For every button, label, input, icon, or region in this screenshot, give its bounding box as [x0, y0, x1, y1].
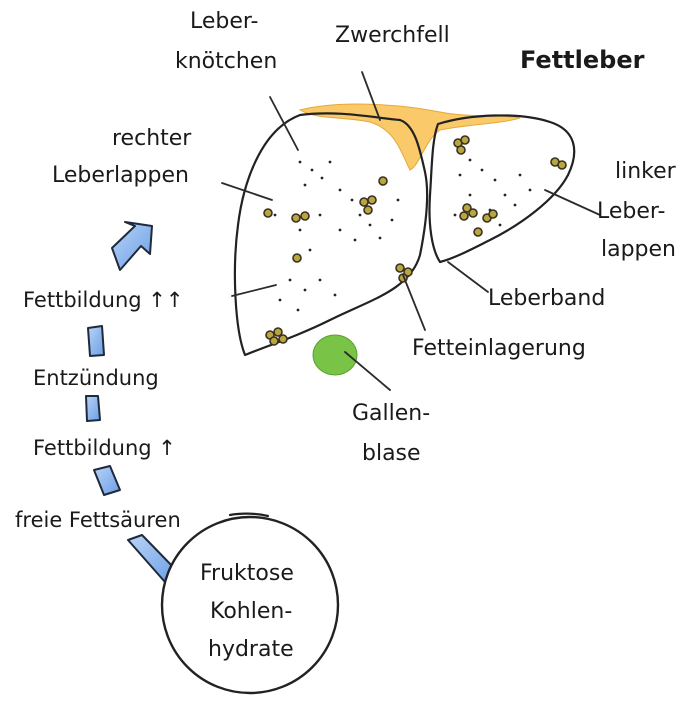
label-linker-1: linker [615, 159, 677, 184]
label-leberband: Leberband [488, 286, 605, 311]
arrow-segment-1 [88, 326, 104, 356]
label-gallen-1: Gallen- [352, 401, 430, 426]
label-rechter-1: rechter [112, 126, 192, 151]
arrow-segment-3 [94, 466, 120, 495]
label-fetteinlagerung: Fetteinlagerung [412, 336, 586, 361]
cycle-step-fettbildung-1: Fettbildung ↑ [33, 436, 176, 460]
circle-text-kohlen: Kohlen- [210, 599, 292, 624]
label-zwerchfell: Zwerchfell [335, 23, 450, 48]
label-gallen-2: blase [362, 441, 421, 466]
cycle-step-freie-fettsaeuren: freie Fettsäuren [15, 508, 181, 532]
title: Fettleber [520, 46, 645, 74]
fruktose-circle-tail [230, 514, 268, 516]
label-leberknoetchen-2: knötchen [175, 49, 277, 74]
fat-deposits [264, 136, 566, 345]
label-rechter-2: Leberlappen [52, 163, 189, 188]
left-liver-lobe [429, 115, 574, 262]
cycle-step-entzuendung: Entzündung [33, 366, 159, 390]
arrow-segment-2 [86, 396, 100, 421]
label-linker-3: lappen [601, 237, 676, 262]
arrow-head-up-right [112, 222, 152, 270]
label-leberknoetchen-1: Leber- [190, 9, 258, 34]
cycle-step-fettbildung-2: Fettbildung ↑↑ [23, 288, 183, 312]
label-linker-2: Leber- [597, 199, 665, 224]
right-liver-lobe [235, 113, 427, 355]
gallbladder [313, 335, 357, 375]
circle-text-fruktose: Fruktose [200, 561, 294, 586]
circle-text-hydrate: hydrate [208, 637, 294, 662]
